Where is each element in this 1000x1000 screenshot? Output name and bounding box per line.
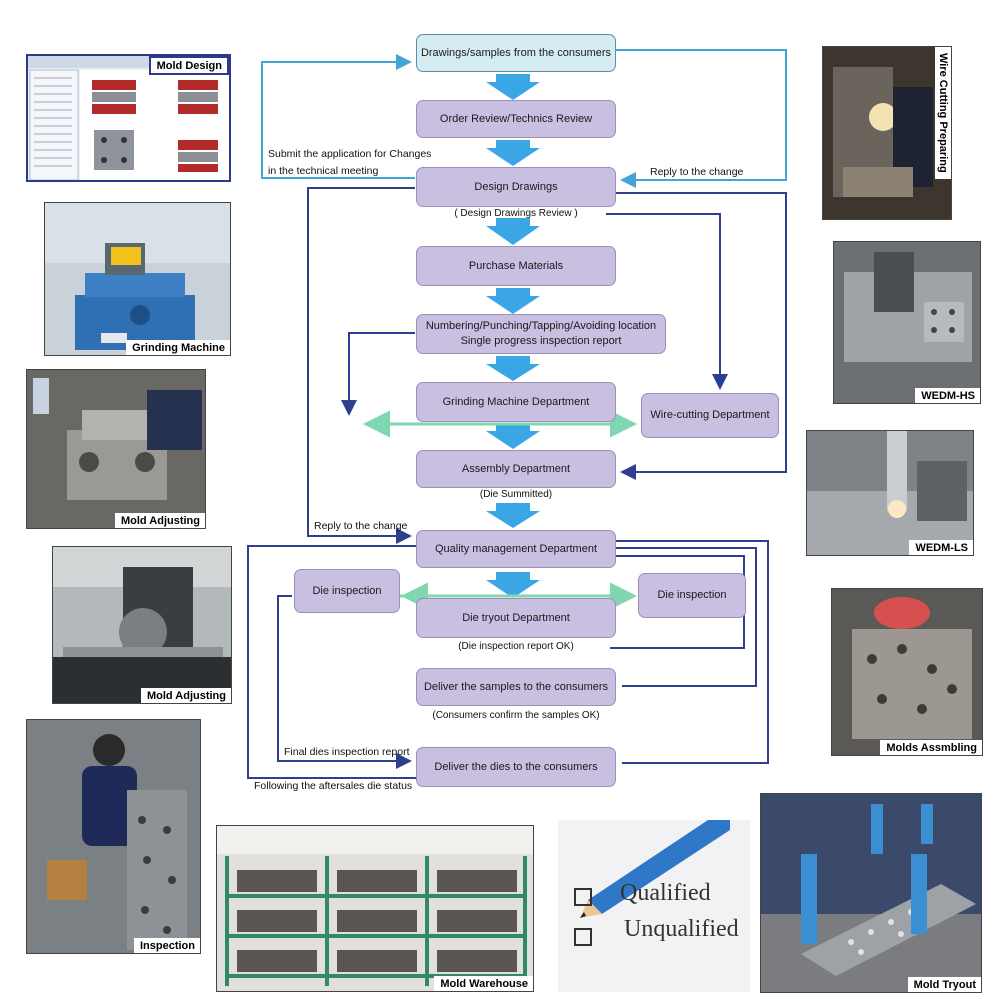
reply-change-right-label: Reply to the change xyxy=(650,166,744,178)
numbering-line1: Numbering/Punching/Tapping/Avoiding loca… xyxy=(425,320,657,332)
order-review-text: Order Review/Technics Review xyxy=(439,112,593,125)
mold-adjusting-caption-1: Mold Adjusting xyxy=(114,513,205,528)
wire-cutting-preparing-image xyxy=(823,47,951,219)
deliver-samples-text: Deliver the samples to the consumers xyxy=(423,680,609,693)
wire-cutting-box: Wire-cutting Department xyxy=(641,393,779,438)
mold-tryout-image xyxy=(761,794,981,992)
mold-adjusting-image-2 xyxy=(53,547,231,703)
consumers-confirm-label: (Consumers confirm the samples OK) xyxy=(432,710,600,721)
mold-warehouse-image xyxy=(217,826,533,991)
submit-changes-label-1: Submit the application for Changes xyxy=(268,148,432,160)
die-summitted-label: (Die Summitted) xyxy=(479,489,553,500)
die-tryout-text: Die tryout Department xyxy=(462,611,570,624)
quality-text: Quality management Department xyxy=(434,542,598,555)
wedm-hs-image xyxy=(834,242,980,403)
consumers-drawings-box: Drawings/samples from the consumers xyxy=(416,34,616,72)
wedm-hs-caption: WEDM-HS xyxy=(915,388,980,403)
numbering-box: Numbering/Punching/Tapping/Avoiding loca… xyxy=(416,314,666,354)
molds-assembling-caption: Molds Assmbling xyxy=(880,740,982,755)
assembly-text: Assembly Department xyxy=(461,462,571,475)
qualified-checkbox xyxy=(574,888,592,906)
die-inspection-left-text: Die inspection xyxy=(312,584,382,597)
checklist-illustration: Qualified Unqualified xyxy=(558,820,750,992)
wire-cutting-preparing-caption: Wire Cutting Preparing xyxy=(935,47,951,179)
design-review-label: ( Design Drawings Review ) xyxy=(454,208,578,219)
consumers-drawings-text: Drawings/samples from the consumers xyxy=(420,46,612,59)
mold-adjusting-photo-1: Mold Adjusting xyxy=(26,369,206,529)
die-inspection-right-text: Die inspection xyxy=(657,589,727,601)
mold-adjusting-caption-2: Mold Adjusting xyxy=(140,688,231,703)
quality-box: Quality management Department xyxy=(416,530,616,568)
wedm-hs-photo: WEDM-HS xyxy=(833,241,981,404)
wedm-ls-caption: WEDM-LS xyxy=(909,540,973,555)
mold-design-photo: Mold Design xyxy=(26,54,231,182)
down-arrows xyxy=(486,74,540,598)
grinding-machine-caption: Grinding Machine xyxy=(126,340,230,355)
mold-design-caption: Mold Design xyxy=(148,56,229,75)
mold-warehouse-caption: Mold Warehouse xyxy=(434,976,533,991)
inspection-image xyxy=(27,720,200,953)
wedm-ls-image xyxy=(807,431,973,555)
wire-cutting-preparing-photo: Wire Cutting Preparing xyxy=(822,46,952,220)
die-tryout-box: Die tryout Department xyxy=(416,598,616,638)
grinding-text: Grinding Machine Department xyxy=(442,395,590,408)
wire-cutting-text: Wire-cutting Department xyxy=(650,409,770,421)
grinding-machine-image xyxy=(45,203,230,355)
inspection-ok-label: (Die inspection report OK) xyxy=(458,641,574,652)
reply-change-left-label: Reply to the change xyxy=(314,520,408,532)
numbering-line2: Single progress inspection report xyxy=(460,335,622,347)
inspection-caption: Inspection xyxy=(133,938,200,953)
assembly-box: Assembly Department xyxy=(416,450,616,488)
unqualified-checkbox xyxy=(574,928,592,946)
final-dies-label: Final dies inspection report xyxy=(284,746,410,758)
mold-adjusting-photo-2: Mold Adjusting xyxy=(52,546,232,704)
mold-adjusting-image-1 xyxy=(27,370,205,528)
molds-assembling-photo: Molds Assmbling xyxy=(831,588,983,756)
deliver-samples-box: Deliver the samples to the consumers xyxy=(416,668,616,706)
qualified-label: Qualified xyxy=(620,880,711,906)
order-review-box: Order Review/Technics Review xyxy=(416,100,616,138)
purchase-text: Purchase Materials xyxy=(468,259,564,272)
deliver-dies-box: Deliver the dies to the consumers xyxy=(416,747,616,787)
mold-tryout-caption: Mold Tryout xyxy=(907,977,981,992)
grinding-box: Grinding Machine Department xyxy=(416,382,616,422)
design-drawings-box: Design Drawings xyxy=(416,167,616,207)
purchase-box: Purchase Materials xyxy=(416,246,616,286)
wedm-ls-photo: WEDM-LS xyxy=(806,430,974,556)
die-inspection-left-box: Die inspection xyxy=(294,569,400,613)
design-drawings-text: Design Drawings xyxy=(474,180,558,193)
mold-tryout-photo: Mold Tryout xyxy=(760,793,982,993)
unqualified-label: Unqualified xyxy=(624,916,739,942)
molds-assembling-image xyxy=(832,589,982,755)
deliver-dies-text: Deliver the dies to the consumers xyxy=(434,760,598,773)
die-inspection-right-box: Die inspection xyxy=(638,573,746,618)
mold-warehouse-photo: Mold Warehouse xyxy=(216,825,534,992)
aftersales-label: Following the aftersales die status xyxy=(254,780,413,792)
inspection-photo: Inspection xyxy=(26,719,201,954)
submit-changes-label-2: in the technical meeting xyxy=(268,165,379,177)
pencil-icon xyxy=(580,820,730,918)
grinding-machine-photo: Grinding Machine xyxy=(44,202,231,356)
